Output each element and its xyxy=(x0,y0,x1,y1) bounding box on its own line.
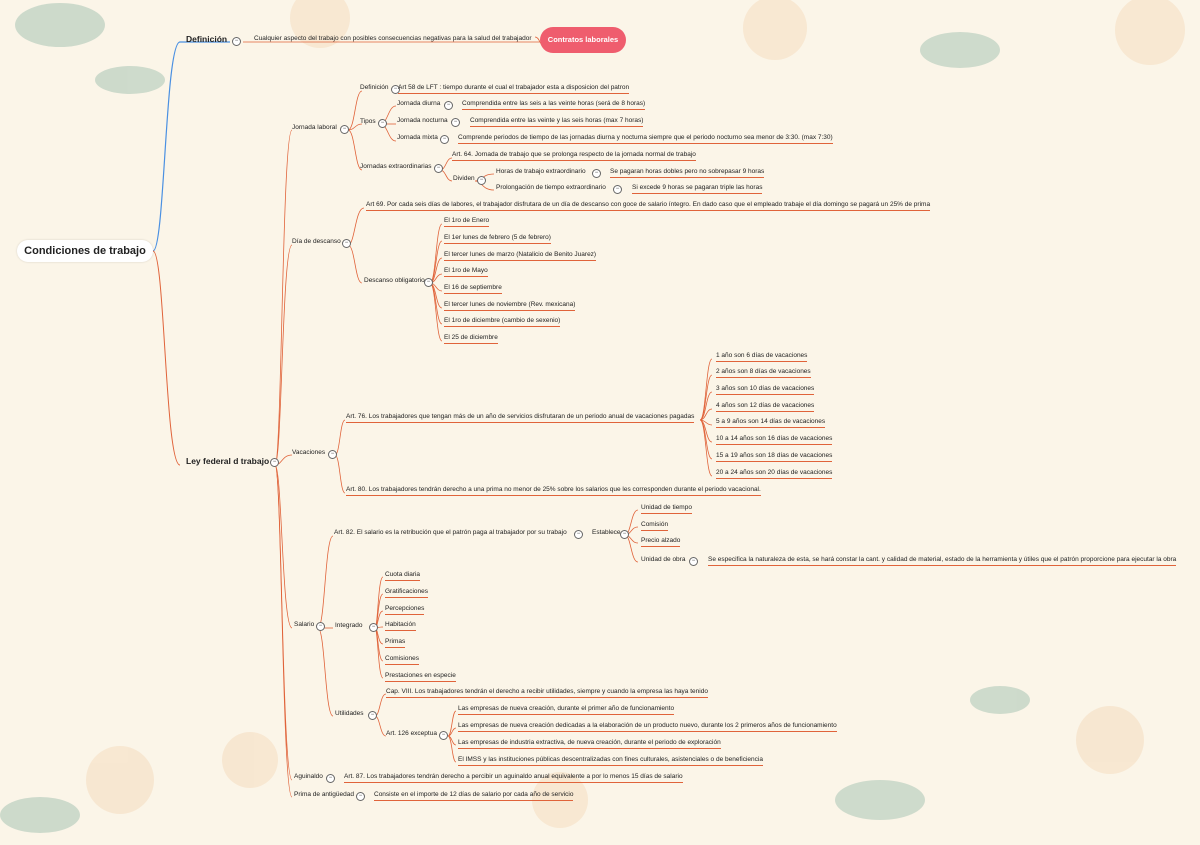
prima-text: Consiste en el importe de 12 días de sal… xyxy=(374,791,574,801)
vacaciones-anios: 15 a 19 años son 18 días de vacaciones xyxy=(716,452,833,462)
unidad-obra-text: Se especifica la naturaleza de esta, se … xyxy=(708,556,1177,566)
vacaciones-node[interactable]: Vacaciones xyxy=(292,449,326,456)
ley-federal-node[interactable]: Ley federal d trabajo xyxy=(186,456,270,466)
prolongacion-label[interactable]: Prolongación de tiempo extraordinario xyxy=(496,184,606,191)
descanso-dia: El 1ro de Enero xyxy=(444,217,490,227)
art64-text: Art. 64. Jornada de trabajo que se prolo… xyxy=(452,151,696,161)
integrado-item: Habitación xyxy=(385,621,416,631)
jornada-definicion-label[interactable]: Definición xyxy=(360,84,389,91)
collapse-icon[interactable]: − xyxy=(270,458,279,467)
art82-text: Art. 82. El salario es la retribución qu… xyxy=(334,529,567,536)
collapse-icon[interactable]: − xyxy=(574,530,583,539)
art80-text: Art. 80. Los trabajadores tendrán derech… xyxy=(346,486,761,496)
establece-item: Precio alzado xyxy=(641,537,681,547)
art76-text: Art. 76. Los trabajadores que tengan más… xyxy=(346,413,695,423)
collapse-icon[interactable]: − xyxy=(328,450,337,459)
definicion-label[interactable]: Definición xyxy=(186,34,228,44)
jornada-nocturna-text: Comprendida entre las veinte y las seis … xyxy=(470,117,644,127)
descanso-dia: El 1er lunes de febrero (5 de febrero) xyxy=(444,234,551,244)
excepcion-item: Las empresas de industria extractiva, de… xyxy=(458,739,721,749)
collapse-icon[interactable]: − xyxy=(391,85,400,94)
dia-descanso-node[interactable]: Día de descanso xyxy=(292,238,341,245)
collapse-icon[interactable]: − xyxy=(378,119,387,128)
collapse-icon[interactable]: − xyxy=(592,169,601,178)
collapse-icon[interactable]: − xyxy=(326,774,335,783)
descanso-dia: El 1ro de Mayo xyxy=(444,267,488,277)
integrado-node[interactable]: Integrado xyxy=(335,622,363,629)
jornada-nocturna-label[interactable]: Jornada nocturna xyxy=(397,117,448,124)
vacaciones-anios: 10 a 14 años son 16 días de vacaciones xyxy=(716,435,833,445)
integrado-item: Prestaciones en especie xyxy=(385,672,456,682)
collapse-icon[interactable]: − xyxy=(369,623,378,632)
collapse-icon[interactable]: − xyxy=(477,176,486,185)
establece-node[interactable]: Establece xyxy=(592,529,621,536)
definicion-text: Cualquier aspecto del trabajo con posibl… xyxy=(254,35,532,42)
vacaciones-anios: 20 a 24 años son 20 días de vacaciones xyxy=(716,469,833,479)
art126-node[interactable]: Art. 126 exceptua xyxy=(386,730,437,737)
jornada-mixta-label[interactable]: Jornada mixta xyxy=(397,134,438,141)
integrado-item: Percepciones xyxy=(385,605,425,615)
prima-antiguedad-node[interactable]: Prima de antigüedad xyxy=(294,791,354,798)
descanso-dia: El 16 de septiembre xyxy=(444,284,502,294)
utilidades-node[interactable]: Utilidades xyxy=(335,710,364,717)
collapse-icon[interactable]: − xyxy=(340,125,349,134)
unidad-obra-label[interactable]: Unidad de obra xyxy=(641,556,686,563)
excepcion-item: Las empresas de nueva creación dedicadas… xyxy=(458,722,837,732)
jornada-mixta-text: Comprende periodos de tiempo de las jorn… xyxy=(458,134,833,144)
vacaciones-anios: 2 años son 8 días de vacaciones xyxy=(716,368,811,378)
linked-topic-contratos[interactable]: Contratos laborales xyxy=(540,27,626,53)
integrado-item: Primas xyxy=(385,638,406,648)
cap8-text: Cap. VIII. Los trabajadores tendrán el d… xyxy=(386,688,708,698)
descanso-dia: El 1ro de diciembre (cambio de sexenio) xyxy=(444,317,561,327)
establece-item: Comisión xyxy=(641,521,669,531)
jornada-diurna-label[interactable]: Jornada diurna xyxy=(397,100,441,107)
collapse-icon[interactable]: − xyxy=(440,135,449,144)
descanso-dia: El tercer lunes de marzo (Natalicio de B… xyxy=(444,251,597,261)
descanso-dia: El 25 de diciembre xyxy=(444,334,498,344)
vacaciones-anios: 1 año son 6 días de vacaciones xyxy=(716,352,808,362)
horas-extra-text: Se pagaran horas dobles pero no sobrepas… xyxy=(610,168,765,178)
collapse-icon[interactable]: − xyxy=(316,622,325,631)
integrado-item: Gratificaciones xyxy=(385,588,428,598)
collapse-icon[interactable]: − xyxy=(368,711,377,720)
collapse-icon[interactable]: − xyxy=(620,530,629,539)
excepcion-item: Las empresas de nueva creación, durante … xyxy=(458,705,675,715)
collapse-icon[interactable]: − xyxy=(424,278,433,287)
integrado-item: Comisiones xyxy=(385,655,419,665)
horas-extra-label[interactable]: Horas de trabajo extraordinario xyxy=(496,168,586,175)
vacaciones-anios: 5 a 9 años son 14 días de vacaciones xyxy=(716,418,826,428)
jornadas-extraordinarias-node[interactable]: Jornadas extraordinarias xyxy=(360,163,432,170)
art69-text: Art 69. Por cada seis días de labores, e… xyxy=(366,201,931,211)
aguinaldo-node[interactable]: Aguinaldo xyxy=(294,773,323,780)
collapse-icon[interactable]: − xyxy=(613,185,622,194)
establece-item: Unidad de tiempo xyxy=(641,504,692,514)
tipos-node[interactable]: Tipos xyxy=(360,118,376,125)
vacaciones-anios: 4 años son 12 días de vacaciones xyxy=(716,402,815,412)
jornada-diurna-text: Comprendida entre las seis a las veinte … xyxy=(462,100,646,110)
dividen-node[interactable]: Dividen xyxy=(453,175,475,182)
jornada-definicion-text: Art 58 de LFT : tiempo durante el cual e… xyxy=(398,84,630,94)
collapse-icon[interactable]: − xyxy=(439,731,448,740)
root-node[interactable]: Condiciones de trabajo xyxy=(17,240,153,262)
collapse-icon[interactable]: − xyxy=(444,101,453,110)
collapse-icon[interactable]: − xyxy=(356,792,365,801)
integrado-item: Cuota diaria xyxy=(385,571,421,581)
salario-node[interactable]: Salario xyxy=(294,621,315,628)
collapse-icon[interactable]: − xyxy=(342,239,351,248)
prolongacion-text: Si excede 9 horas se pagaran triple las … xyxy=(632,184,763,194)
aguinaldo-text: Art. 87. Los trabajadores tendrán derech… xyxy=(344,773,683,783)
collapse-icon[interactable]: − xyxy=(434,164,443,173)
descanso-obligatorio-node[interactable]: Descanso obligatorio xyxy=(364,277,425,284)
collapse-icon[interactable]: − xyxy=(689,557,698,566)
descanso-dia: El tercer lunes de noviembre (Rev. mexic… xyxy=(444,301,576,311)
collapse-icon[interactable]: − xyxy=(451,118,460,127)
excepcion-item: El IMSS y las instituciones públicas des… xyxy=(458,756,763,766)
collapse-icon[interactable]: − xyxy=(232,37,241,46)
vacaciones-anios: 3 años son 10 días de vacaciones xyxy=(716,385,815,395)
jornada-laboral-node[interactable]: Jornada laboral xyxy=(292,124,337,131)
